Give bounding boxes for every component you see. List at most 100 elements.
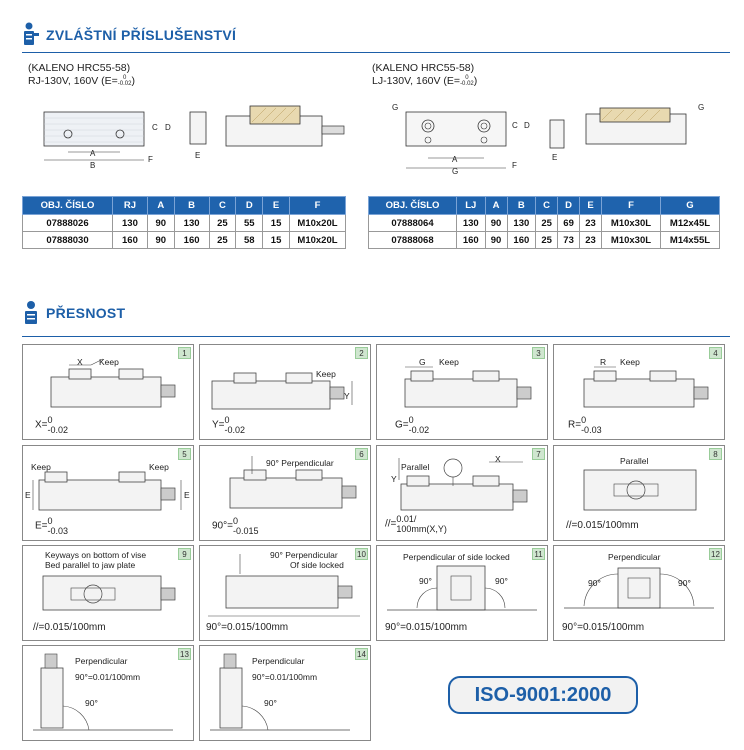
tol-top: 0 [47, 516, 53, 526]
accuracy-panel-2: 2 Keep Y Y=0-0.02 [199, 344, 371, 440]
vise-drawing [564, 567, 714, 609]
col-header: B [173, 196, 210, 215]
accuracy-panel-13: 13 Perpendicular 90°=0.01/100mm 90° [22, 645, 194, 741]
lj-jaw-drawing: G A G C D F E G [392, 103, 704, 176]
panel-label: X [495, 454, 501, 464]
tol-var: E= [35, 520, 48, 532]
col-header: F [289, 196, 346, 215]
dim-f: F [512, 161, 517, 170]
table-cell: M14x55L [659, 231, 721, 249]
vise-drawing [211, 372, 353, 410]
col-header: G [659, 196, 721, 215]
panel-label: Keep [31, 462, 51, 472]
panel-number: 3 [532, 347, 545, 359]
panel-number: 4 [709, 347, 722, 359]
dim-f: F [148, 155, 153, 164]
tol-var: 90°= [212, 520, 233, 532]
dim-b: B [90, 161, 95, 170]
panel-label: Keep [620, 357, 640, 367]
table-cell: M10x30L [601, 231, 661, 249]
rj-spec-table: OBJ. ČÍSLO RJ A B C D E F 07888026 130 9… [22, 196, 346, 249]
table-cell: M12x45L [659, 214, 721, 232]
panel-label: Parallel [620, 456, 649, 466]
vise-drawing [583, 469, 697, 511]
panel-number: 13 [178, 648, 191, 660]
tolerance: //=0.015/100mm [33, 622, 106, 633]
table-cell: 130 [456, 214, 486, 232]
vise-drawing [50, 358, 176, 408]
panel-label: E [25, 490, 31, 500]
table-header-row: OBJ. ČÍSLO LJ A B C D E F G [368, 196, 721, 215]
table-cell: 90 [146, 231, 175, 249]
tolerance: //=0.01/100mm(X,Y) [385, 514, 447, 534]
table-cell: 160 [112, 231, 148, 249]
table-cell: M10x20L [289, 231, 346, 249]
table-cell: 07888068 [368, 231, 457, 249]
rj-spec-close: ) [131, 75, 135, 87]
wrench-icon [24, 22, 39, 45]
panel-label: 90° [85, 698, 98, 708]
section-divider [22, 52, 730, 53]
tol-var: G= [395, 419, 409, 431]
table-cell: 07888030 [22, 231, 113, 249]
section-header-accuracy: PŘESNOST [22, 300, 125, 326]
rj-jaw-drawing: A B C D F E [43, 105, 345, 170]
col-header: OBJ. ČÍSLO [368, 196, 457, 215]
panel-label: Keep [316, 369, 336, 379]
dim-g-right: G [698, 103, 704, 112]
dim-e: E [552, 153, 557, 162]
rj-spec-line2: RJ-130V, 160V (E=0-0.02) [28, 75, 135, 88]
panel-label: 90° [495, 576, 508, 586]
panel-label: Parallel [401, 462, 430, 472]
tolerance: E=0-0.03 [35, 516, 68, 536]
col-header: F [601, 196, 661, 215]
accuracy-panel-9: 9 Keyways on bottom of vise Bed parallel… [22, 545, 194, 641]
table-cell: 15 [262, 231, 290, 249]
panel-label: Perpendicular [75, 656, 128, 666]
vise-drawing [208, 554, 360, 617]
tol-stack: 0-0.03 [581, 415, 602, 435]
accuracy-panel-6: 6 90° Perpendicular 90°=0-0.015 [199, 445, 371, 541]
tol-top: 0 [581, 415, 587, 425]
panel-label: R [600, 357, 607, 367]
panel-number: 11 [532, 548, 545, 560]
table-cell: 90 [484, 231, 508, 249]
table-row: 07888030 160 90 160 25 58 15 M10x20L [22, 231, 346, 249]
panel-label: Y [391, 474, 397, 484]
section-title: PŘESNOST [46, 305, 126, 321]
tolerance: 90°=0.015/100mm [206, 622, 289, 633]
tol-top: 0.01/ [396, 514, 417, 524]
table-cell: 23 [579, 231, 603, 249]
col-header: D [235, 196, 264, 215]
tolerance: R=0-0.03 [568, 415, 602, 435]
panel-label: 90° Perpendicular [266, 458, 334, 468]
dim-a: A [452, 155, 458, 164]
accuracy-panel-3: 3 G Keep G=0-0.02 [376, 344, 548, 440]
tol-bottom: 100mm(X,Y) [396, 524, 447, 534]
rj-spec-tol: 0-0.02 [118, 75, 132, 87]
lj-spec-table: OBJ. ČÍSLO LJ A B C D E F G 07888064 130… [368, 196, 721, 249]
table-cell: 25 [208, 214, 237, 232]
rj-tol-top: 0 [122, 75, 127, 82]
panel-label: 90° [419, 576, 432, 586]
table-row: 07888064 130 90 130 25 69 23 M10x30L M12… [368, 214, 721, 232]
panel-number: 9 [178, 548, 191, 560]
tol-stack: 0-0.015 [233, 516, 259, 536]
table-cell: 25 [535, 214, 559, 232]
accuracy-panel-7: 7 Parallel X Y //=0.01/100mm(X,Y) [376, 445, 548, 541]
lj-spec-line2: LJ-130V, 160V (E=0-0.02) [372, 75, 477, 88]
panel-label: Perpendicular [252, 656, 305, 666]
panel-label: 90° [264, 698, 277, 708]
tol-stack: 0-0.03 [48, 516, 69, 536]
panel-label: Of side locked [290, 560, 344, 570]
table-cell: 90 [484, 214, 508, 232]
col-header: E [579, 196, 603, 215]
tol-top: 0 [232, 516, 238, 526]
tolerance: 90°=0.015/100mm [385, 622, 468, 633]
tol-var: //= [385, 518, 397, 530]
tol-bottom: -0.03 [47, 526, 69, 536]
panel-label: Keep [439, 357, 459, 367]
section-divider [22, 336, 730, 337]
tol-top: 0 [47, 415, 53, 425]
iso-certification-badge: ISO-9001:2000 [448, 676, 638, 714]
